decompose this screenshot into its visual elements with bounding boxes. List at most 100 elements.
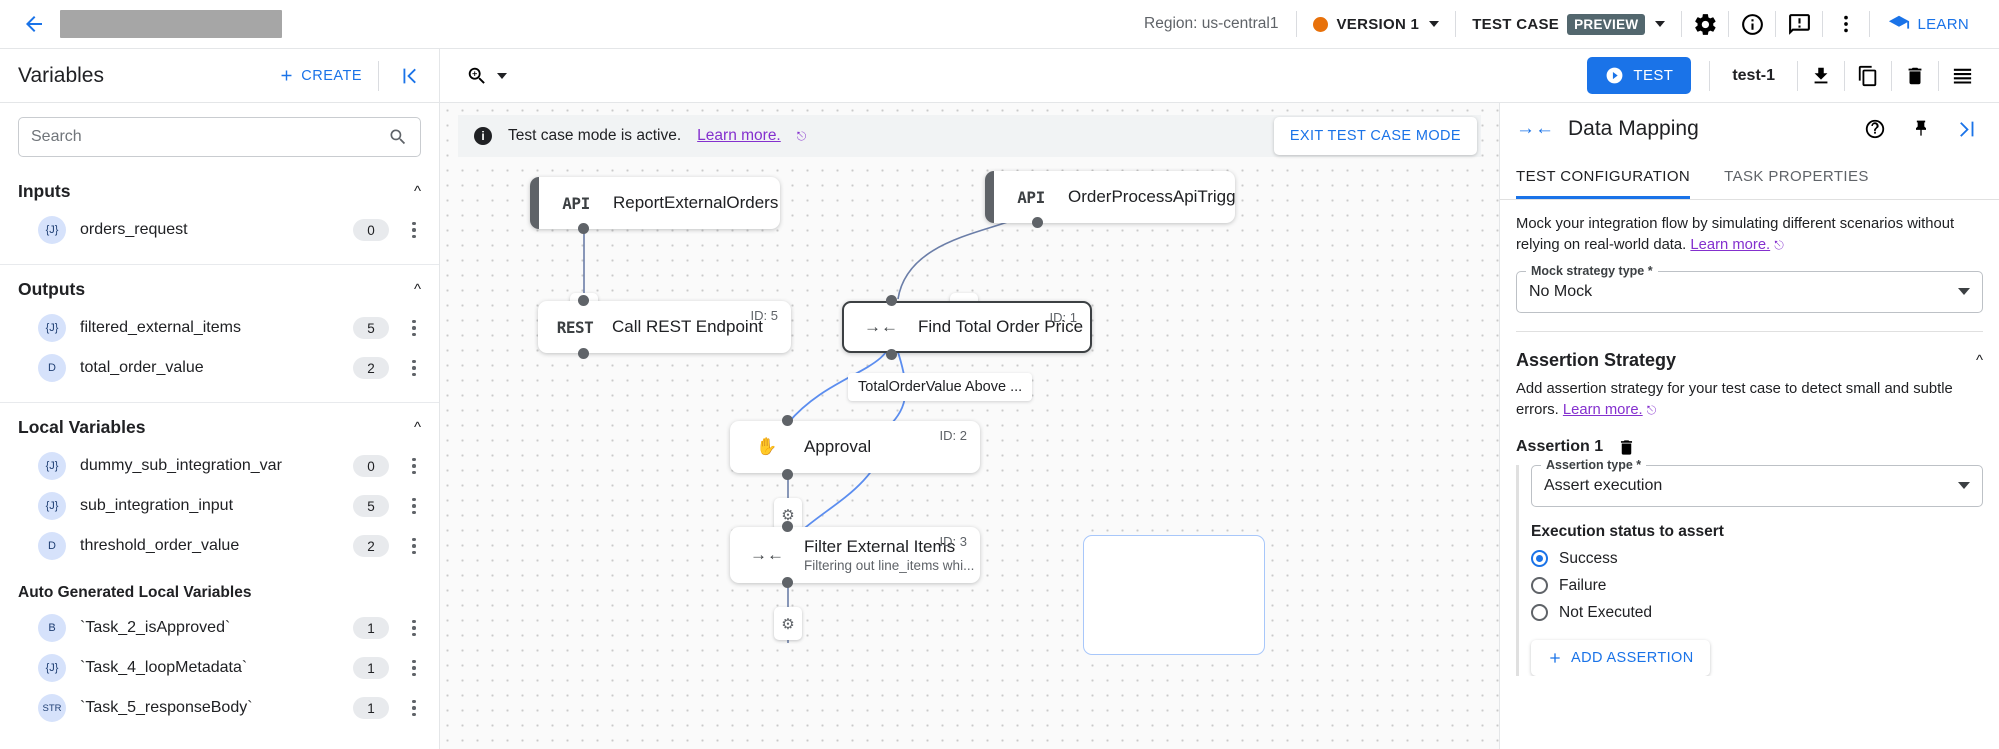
list-item[interactable]: D threshold_order_value 2 <box>0 526 439 566</box>
node-port[interactable] <box>886 349 897 360</box>
node-port[interactable] <box>782 415 793 426</box>
radio-not-executed[interactable]: Not Executed <box>1531 604 1983 622</box>
radio-failure[interactable]: Failure <box>1531 577 1983 595</box>
edge-gear-icon[interactable]: ⚙ <box>774 607 802 640</box>
section-local-variables: Local Variables ^ {J} dummy_sub_integrat… <box>0 403 439 728</box>
exit-test-case-mode-button[interactable]: EXIT TEST CASE MODE <box>1273 117 1477 155</box>
assertion-section-header[interactable]: Assertion Strategy ^ <box>1516 332 1983 379</box>
tab-test-configuration[interactable]: TEST CONFIGURATION <box>1516 155 1691 199</box>
list-item[interactable]: D total_order_value 2 <box>0 348 439 388</box>
add-assertion-label: ADD ASSERTION <box>1571 649 1694 666</box>
node-port[interactable] <box>886 295 897 306</box>
info-icon: i <box>474 127 492 145</box>
node-approval[interactable]: ✋ Approval ID: 2 <box>730 421 980 473</box>
row-menu-icon[interactable] <box>403 619 425 637</box>
row-menu-icon[interactable] <box>403 319 425 337</box>
node-call-rest-endpoint[interactable]: REST Call REST Endpoint ID: 5 <box>538 301 791 353</box>
edge-gear-icon[interactable]: ⚙ <box>774 498 802 531</box>
run-test-button[interactable]: TEST <box>1587 57 1692 94</box>
info-button[interactable] <box>1729 1 1775 47</box>
graduation-cap-icon <box>1889 15 1910 29</box>
assertion-delete-button[interactable] <box>1617 438 1636 457</box>
list-item[interactable]: {J} dummy_sub_integration_var 0 <box>0 446 439 486</box>
row-menu-icon[interactable] <box>403 457 425 475</box>
external-link-icon[interactable]: ⎋ <box>796 128 807 143</box>
row-menu-icon[interactable] <box>403 699 425 717</box>
assertion-type-select[interactable]: Assertion type * Assert execution <box>1531 457 1983 507</box>
type-badge: {J} <box>38 216 66 244</box>
variable-name: `Task_2_isApproved` <box>80 619 231 636</box>
node-title: Find Total Order Price <box>918 317 1084 336</box>
info-icon <box>1742 13 1763 35</box>
learn-button[interactable]: LEARN <box>1870 13 1987 35</box>
assertion-learn-more-link[interactable]: Learn more. <box>1562 402 1643 419</box>
list-item[interactable]: {J} orders_request 0 <box>0 210 439 250</box>
chevron-up-icon[interactable]: ^ <box>413 183 421 200</box>
delete-button[interactable] <box>1892 53 1938 99</box>
node-port[interactable] <box>578 223 589 234</box>
section-outputs: Outputs ^ {J} filtered_external_items 5 … <box>0 265 439 403</box>
settings-button[interactable] <box>1682 1 1728 47</box>
search-input[interactable] <box>31 128 380 146</box>
notice-learn-more-link[interactable]: Learn more. <box>697 127 781 144</box>
mock-strategy-select[interactable]: Mock strategy type * No Mock <box>1516 263 1983 313</box>
create-variable-button[interactable]: CREATE <box>278 67 378 84</box>
zoom-control[interactable] <box>440 65 525 87</box>
flow-canvas[interactable]: i Test case mode is active. Learn more. … <box>440 103 1499 749</box>
node-port[interactable] <box>782 577 793 588</box>
external-link-icon[interactable]: ⎋ <box>1774 238 1784 253</box>
node-find-total-order-price[interactable]: →← Find Total Order Price ID: 1 <box>842 301 1092 353</box>
help-icon[interactable] <box>1859 113 1891 145</box>
list-item[interactable]: STR `Task_5_responseBody` 1 <box>0 688 439 728</box>
node-order-process-api-trigger[interactable]: API OrderProcessApiTrigger <box>985 171 1235 223</box>
back-button[interactable] <box>12 2 56 46</box>
node-port[interactable] <box>578 295 589 306</box>
edge-condition-label[interactable]: TotalOrderValue Above ... <box>848 373 1033 401</box>
radio-button-icon <box>1531 604 1548 622</box>
node-port[interactable] <box>1032 217 1043 228</box>
sub-bar-left: Variables CREATE <box>0 49 440 102</box>
row-menu-icon[interactable] <box>403 537 425 555</box>
mock-learn-more-link[interactable]: Learn more. <box>1690 237 1771 254</box>
overflow-menu-button[interactable] <box>1823 1 1869 47</box>
row-menu-icon[interactable] <box>403 359 425 377</box>
chevron-up-icon[interactable]: ^ <box>413 419 421 436</box>
download-button[interactable] <box>1798 53 1844 99</box>
node-filter-external-items[interactable]: →← Filter External Items Filtering out l… <box>730 527 980 583</box>
list-item[interactable]: B `Task_2_isApproved` 1 <box>0 608 439 648</box>
version-selector[interactable]: VERSION 1 <box>1297 16 1455 33</box>
list-item[interactable]: {J} sub_integration_input 5 <box>0 486 439 526</box>
section-header-outputs[interactable]: Outputs ^ <box>0 265 439 308</box>
feedback-button[interactable] <box>1776 1 1822 47</box>
node-port[interactable] <box>782 469 793 480</box>
sub-bar-right: TEST test-1 <box>1587 53 1999 99</box>
external-link-icon[interactable]: ⎋ <box>1646 403 1657 418</box>
main-body: Inputs ^ {J} orders_request 0 Outputs ^ … <box>0 103 1999 749</box>
section-header-local[interactable]: Local Variables ^ <box>0 403 439 446</box>
pin-icon[interactable] <box>1905 113 1937 145</box>
expand-right-icon[interactable] <box>1951 113 1983 145</box>
logs-button[interactable] <box>1939 53 1985 99</box>
chevron-up-icon[interactable]: ^ <box>1975 351 1983 369</box>
section-header-inputs[interactable]: Inputs ^ <box>0 167 439 210</box>
list-item[interactable]: {J} filtered_external_items 5 <box>0 308 439 348</box>
node-port[interactable] <box>578 348 589 359</box>
test-case-selector[interactable]: TEST CASE PREVIEW <box>1456 13 1681 35</box>
assertion-description-text: Add assertion strategy for your test cas… <box>1516 380 1953 419</box>
chevron-up-icon[interactable]: ^ <box>413 281 421 298</box>
node-port[interactable] <box>782 521 793 532</box>
row-menu-icon[interactable] <box>403 659 425 677</box>
add-assertion-button[interactable]: ADD ASSERTION <box>1531 639 1710 676</box>
variable-name: `Task_4_loopMetadata` <box>80 659 248 676</box>
node-placeholder[interactable] <box>1083 535 1265 655</box>
radio-success[interactable]: Success <box>1531 550 1983 568</box>
section-title: Inputs <box>18 181 71 201</box>
search-box[interactable] <box>18 117 421 157</box>
list-item[interactable]: {J} `Task_4_loopMetadata` 1 <box>0 648 439 688</box>
collapse-panel-button[interactable] <box>379 65 439 87</box>
row-menu-icon[interactable] <box>403 497 425 515</box>
row-menu-icon[interactable] <box>403 221 425 239</box>
node-report-external-orders[interactable]: API ReportExternalOrders <box>530 177 780 229</box>
tab-task-properties[interactable]: TASK PROPERTIES <box>1724 168 1869 185</box>
duplicate-button[interactable] <box>1845 53 1891 99</box>
